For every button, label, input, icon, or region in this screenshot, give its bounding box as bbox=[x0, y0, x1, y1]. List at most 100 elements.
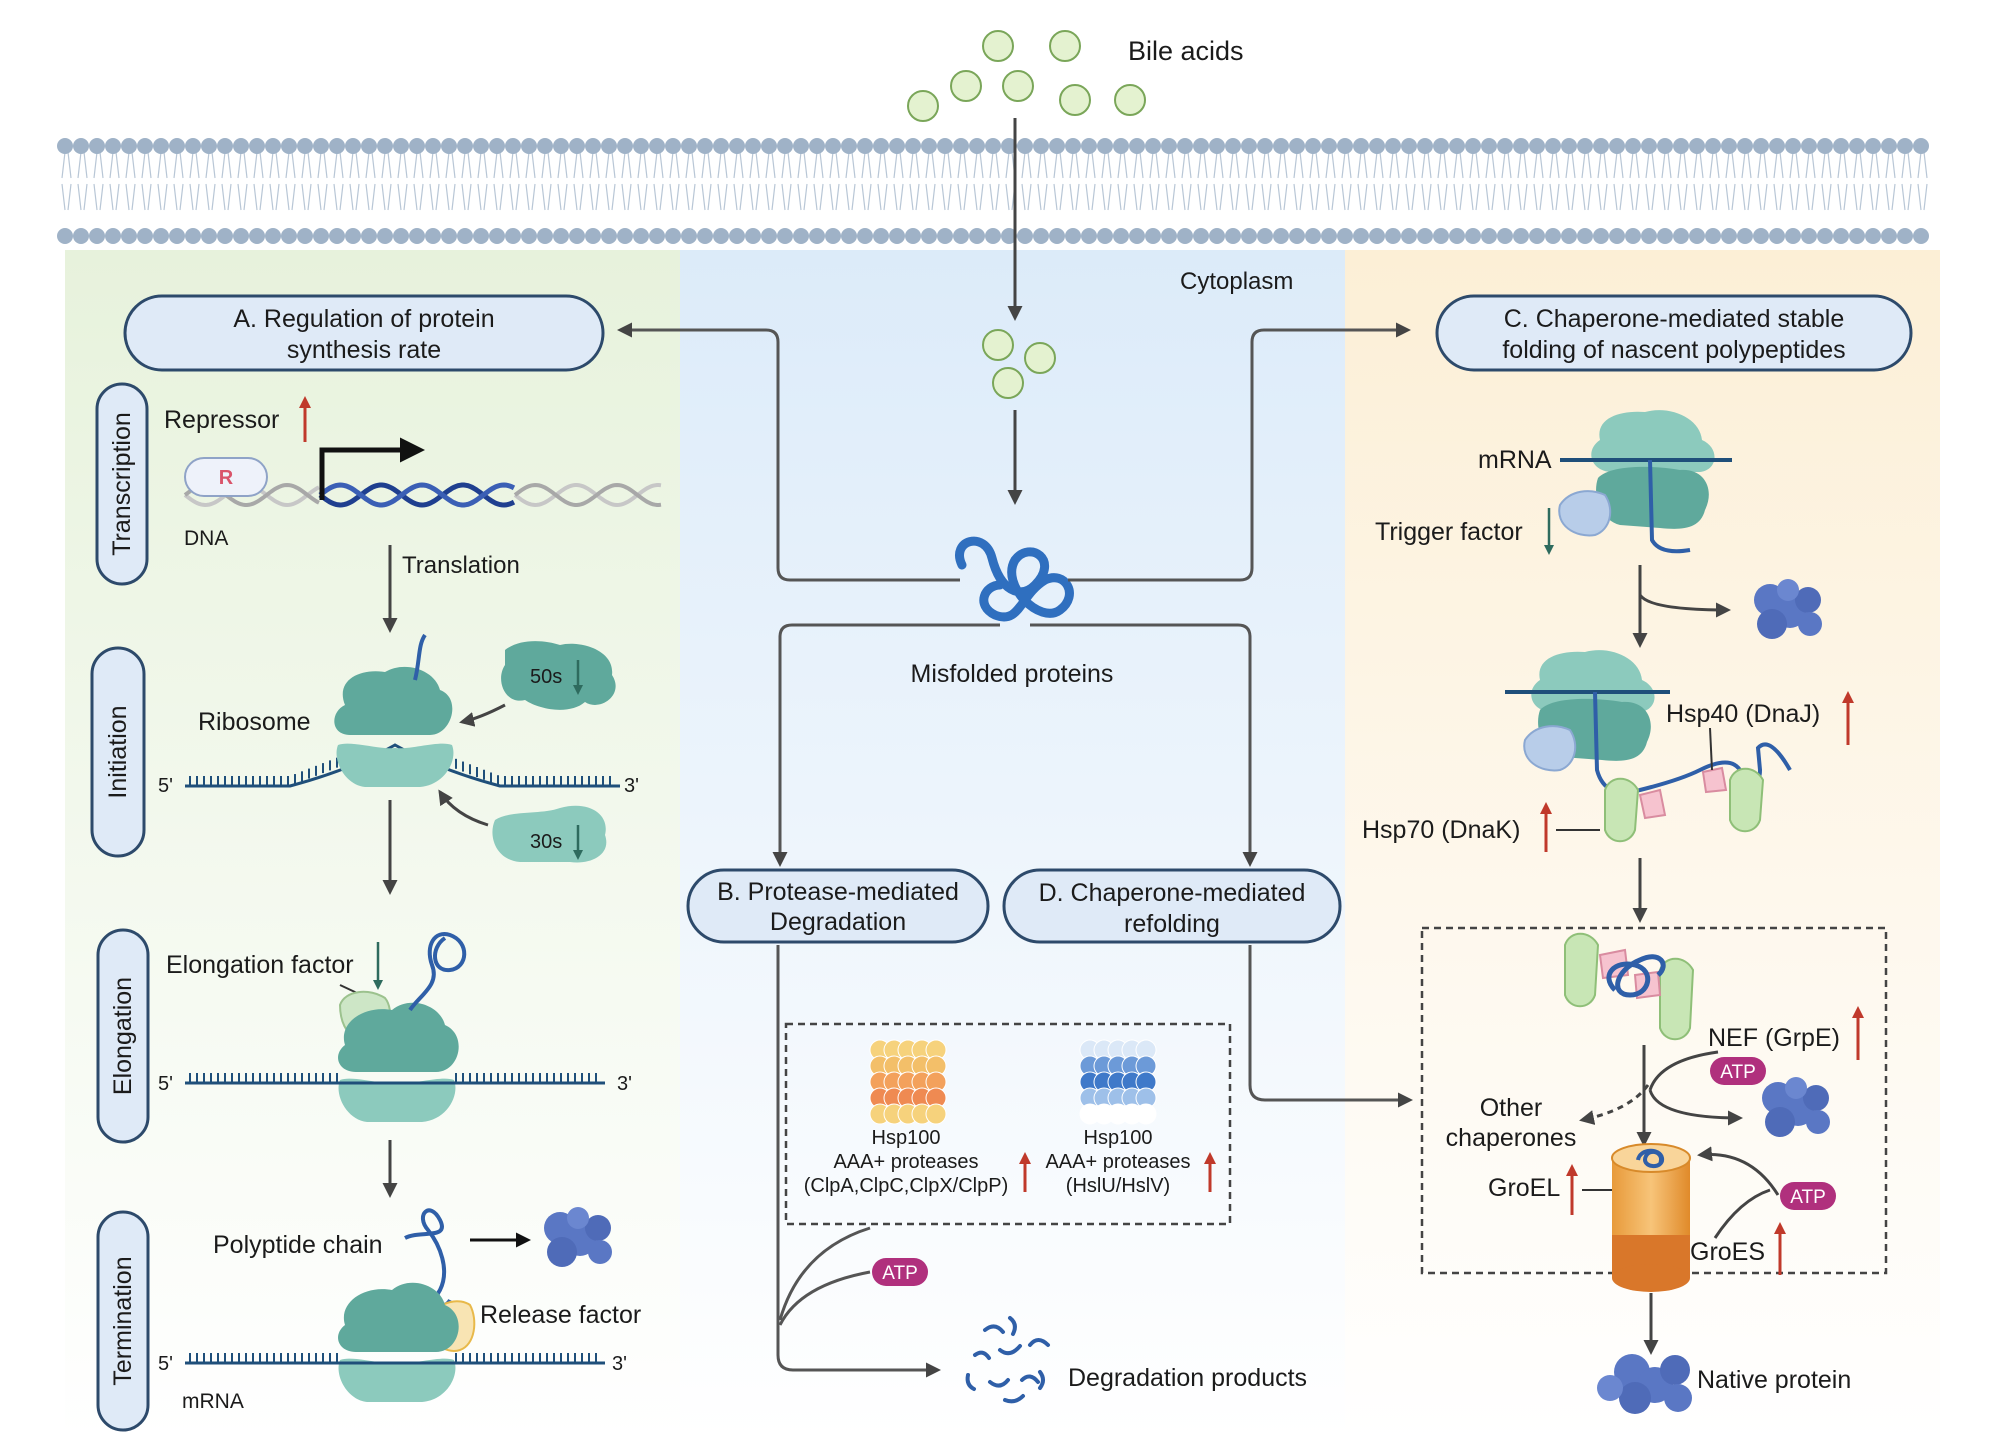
groel-groes-chaperonin-icon bbox=[1611, 1143, 1691, 1292]
stage-transcription: Transcription bbox=[95, 382, 149, 586]
refolding-path bbox=[1248, 945, 1413, 1108]
refolding-box bbox=[1420, 926, 1888, 1275]
hsp100-right-line1: Hsp100 bbox=[1084, 1127, 1153, 1149]
trigger-factor-label: Trigger factor bbox=[1375, 518, 1523, 546]
protease-box bbox=[784, 1022, 1232, 1226]
panel-d-title-line2: refolding bbox=[1124, 910, 1220, 938]
panel-b-title-line1: B. Protease-mediated bbox=[717, 878, 959, 906]
mrna-codon-ticks-initiation bbox=[189, 757, 611, 786]
hsp100-right-line2: AAA+ proteases bbox=[1045, 1151, 1190, 1173]
center-background bbox=[680, 250, 1345, 1440]
native-protein-label: Native protein bbox=[1697, 1366, 1851, 1394]
panel-d-header: D. Chaperone-mediated refolding bbox=[1002, 868, 1342, 944]
nascent-peptide-init bbox=[413, 633, 427, 681]
atp-badge-groel bbox=[1780, 1182, 1836, 1210]
three-prime-label-elong: 3' bbox=[617, 1073, 632, 1095]
groes-label: GroES bbox=[1690, 1238, 1765, 1266]
subunit-50s bbox=[501, 641, 616, 710]
hsp100-right-line3: (HslU/HslV) bbox=[1066, 1175, 1170, 1197]
ribosome-large-subunit-init bbox=[334, 666, 453, 735]
to-folded-protein-arrow bbox=[1648, 1089, 1743, 1126]
to-other-chaperones-dashed-arrow bbox=[1579, 1084, 1650, 1125]
translation-label: Translation bbox=[402, 552, 520, 579]
five-prime-label-elong: 5' bbox=[158, 1073, 173, 1095]
nef-label: NEF (GrpE) bbox=[1708, 1024, 1840, 1052]
repressor-badge bbox=[184, 457, 268, 497]
stage-termination-label: Termination bbox=[109, 1256, 137, 1385]
mrna-label-c: mRNA bbox=[1478, 446, 1552, 474]
cytoplasm-label: Cytoplasm bbox=[1180, 268, 1293, 295]
stage-termination: Termination bbox=[96, 1210, 150, 1432]
mrna-codon-ticks-termination bbox=[189, 1353, 597, 1363]
release-factor-label: Release factor bbox=[480, 1301, 641, 1329]
panel-b-title-line2: Degradation bbox=[770, 908, 906, 936]
panel-c-title-line2: folding of nascent polypeptides bbox=[1502, 336, 1845, 364]
hsp70-dnak-icon bbox=[1604, 766, 1765, 843]
folded-protein-icon-c3 bbox=[1762, 1077, 1830, 1137]
hslu-protease-icon bbox=[1079, 1039, 1157, 1125]
arrow-to-panel-d bbox=[1030, 623, 1258, 867]
five-prime-label-init: 5' bbox=[158, 775, 173, 797]
ribosome-small-subunit-term bbox=[338, 1358, 456, 1402]
nef-release-curve bbox=[1648, 1050, 1719, 1091]
bile-acids-label: Bile acids bbox=[1128, 36, 1244, 66]
folded-protein-icon-c1 bbox=[1754, 579, 1822, 639]
arrow-to-panel-b bbox=[772, 623, 1000, 867]
stage-transcription-label: Transcription bbox=[108, 412, 136, 556]
bile-acid-molecules bbox=[907, 30, 1146, 122]
arrow-to-panel-a bbox=[617, 322, 960, 582]
three-prime-label-term: 3' bbox=[612, 1353, 627, 1375]
folded-protein-icon-termination bbox=[544, 1207, 612, 1267]
other-chaperones-line2: chaperones bbox=[1446, 1124, 1577, 1152]
nascent-chain-c1 bbox=[1648, 459, 1691, 554]
c1-branch-arrow bbox=[1638, 594, 1731, 618]
panel-a-title-line1: A. Regulation of protein bbox=[233, 305, 494, 333]
hsp100-left-line3: (ClpA,ClpC,ClpX/ClpP) bbox=[804, 1175, 1009, 1197]
hsp70-label: Hsp70 (DnaK) bbox=[1362, 816, 1520, 844]
repressor-label: Repressor bbox=[164, 406, 279, 434]
atp-badge-groel-label: ATP bbox=[1790, 1187, 1826, 1208]
panel-a-title-line2: synthesis rate bbox=[287, 336, 441, 364]
subunit-30s-label: 30s bbox=[530, 831, 562, 853]
hsp70-substrate-complex-icon bbox=[1564, 932, 1695, 1041]
nascent-peptide-elong bbox=[408, 932, 467, 1012]
dna-helix bbox=[183, 482, 662, 508]
cell-membrane bbox=[57, 138, 1929, 244]
50s-join-arrow bbox=[459, 703, 506, 727]
ribosome-large-c1 bbox=[1591, 410, 1715, 472]
polypeptide-chain-label: Polyptide chain bbox=[213, 1231, 383, 1259]
degradation-path bbox=[776, 945, 941, 1378]
hsp100-left-line2: AAA+ proteases bbox=[833, 1151, 978, 1173]
atp-badge-nef-label: ATP bbox=[1720, 1062, 1756, 1083]
misfolded-protein-icon bbox=[955, 536, 1074, 622]
panel-a-header: A. Regulation of protein synthesis rate bbox=[123, 294, 605, 372]
degradation-products-label: Degradation products bbox=[1068, 1364, 1307, 1392]
misfolded-proteins-label: Misfolded proteins bbox=[911, 660, 1114, 688]
ribosome-large-c2 bbox=[1531, 650, 1655, 712]
hsp40-label: Hsp40 (DnaJ) bbox=[1666, 700, 1820, 728]
hsp100-left-line1: Hsp100 bbox=[872, 1127, 941, 1149]
ribosome-small-subunit-elong bbox=[338, 1078, 456, 1122]
stage-elongation-label: Elongation bbox=[109, 977, 137, 1095]
stage-elongation: Elongation bbox=[96, 928, 150, 1144]
atp-curve bbox=[778, 1270, 871, 1326]
native-protein-icon bbox=[1597, 1354, 1692, 1414]
atp-badge-b bbox=[872, 1258, 928, 1286]
30s-join-arrow bbox=[438, 789, 489, 827]
atp-badge-b-label: ATP bbox=[882, 1263, 918, 1284]
hsp40-pointer bbox=[1709, 727, 1713, 771]
groel-release-curve bbox=[1713, 1188, 1771, 1239]
trigger-factor-c1 bbox=[1558, 490, 1612, 537]
trigger-factor-c2 bbox=[1523, 725, 1577, 772]
repressor-badge-letter: R bbox=[219, 467, 234, 489]
other-chaperones-line1: Other bbox=[1480, 1094, 1543, 1122]
elongation-factor-label: Elongation factor bbox=[166, 951, 354, 979]
protease-curve-1 bbox=[778, 1226, 871, 1321]
degradation-fragments-icon bbox=[965, 1316, 1050, 1404]
mrna-strand-initiation bbox=[185, 743, 620, 788]
three-prime-label-init: 3' bbox=[624, 775, 639, 797]
ribosome-small-subunit-init bbox=[336, 743, 454, 787]
panel-c-header: C. Chaperone-mediated stable folding of … bbox=[1435, 294, 1913, 372]
ribosome-label: Ribosome bbox=[198, 708, 311, 736]
